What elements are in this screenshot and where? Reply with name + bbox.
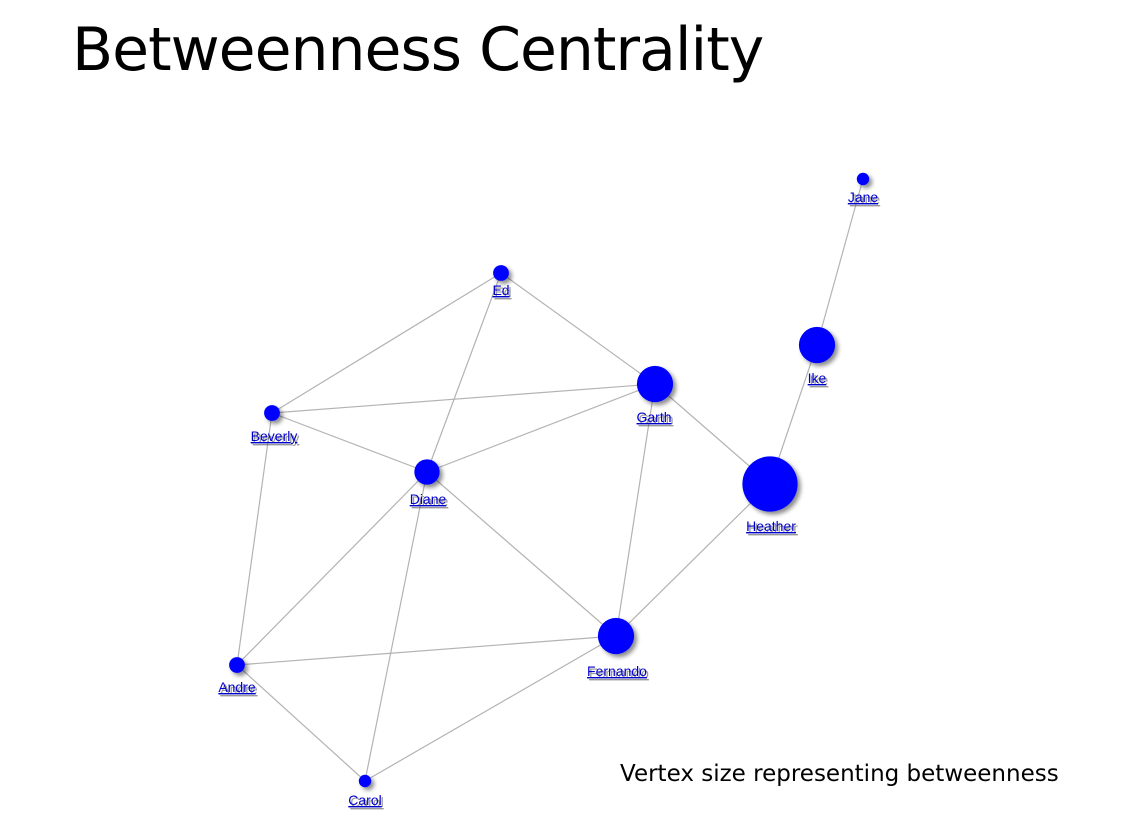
vertex-label-diane: Diane [410, 491, 447, 507]
vertex-label-jane: Jane [848, 189, 879, 205]
edge-ed-beverly [271, 272, 502, 414]
edge-garth-fernando [615, 383, 656, 637]
vertex-label-ike: Ike [808, 370, 827, 386]
edge-andre-fernando [236, 635, 617, 666]
vertex-label-carol: Carol [348, 792, 381, 808]
edge-heather-fernando [615, 483, 771, 637]
vertex-label-shadow-jane: Jane [850, 191, 881, 207]
vertex-circle-andre[interactable] [229, 657, 245, 673]
edge-beverly-diane [271, 412, 428, 473]
vertex-label-shadow-andre: Andre [220, 681, 258, 697]
vertex-circle-beverly[interactable] [264, 405, 280, 421]
edge-ed-garth [500, 272, 656, 385]
edge-diane-andre [236, 471, 428, 666]
edge-diane-garth [426, 383, 656, 473]
vertex-circle-fernando[interactable] [597, 617, 635, 655]
vertex-label-fernando: Fernando [587, 663, 647, 679]
vertex-circle-jane[interactable] [856, 172, 870, 186]
vertex-circle-carol[interactable] [358, 774, 372, 788]
vertices-layer: EdEdBeverlyBeverlyGarthGarthDianeDianeHe… [218, 172, 881, 810]
vertex-label-shadow-ed: Ed [494, 284, 511, 300]
vertex-label-shadow-fernando: Fernando [589, 665, 649, 681]
vertex-label-shadow-ike: Ike [810, 372, 829, 388]
vertex-label-shadow-heather: Heather [748, 520, 798, 536]
vertex-label-ed: Ed [492, 282, 509, 298]
edge-andre-carol [236, 664, 366, 782]
edge-ed-diane [426, 272, 502, 473]
vertex-circle-garth[interactable] [636, 365, 674, 403]
edge-ike-jane [816, 178, 864, 346]
vertex-circle-ed[interactable] [493, 265, 509, 281]
vertex-label-shadow-beverly: Beverly [253, 430, 300, 446]
vertex-label-beverly: Beverly [251, 428, 298, 444]
vertex-circle-diane[interactable] [414, 459, 440, 485]
vertex-label-andre: Andre [218, 679, 256, 695]
vertex-label-shadow-carol: Carol [350, 794, 383, 810]
edge-diane-fernando [426, 471, 617, 637]
edge-carol-fernando [364, 635, 617, 782]
vertex-label-garth: Garth [636, 409, 671, 425]
vertex-label-heather: Heather [746, 518, 796, 534]
edge-beverly-garth [271, 383, 656, 414]
edge-diane-carol [364, 471, 428, 782]
vertex-label-shadow-garth: Garth [638, 411, 673, 427]
vertex-circle-heather[interactable] [742, 456, 798, 512]
slide-caption: Vertex size representing betweenness [620, 761, 1059, 787]
vertex-circle-ike[interactable] [798, 326, 836, 364]
vertex-label-shadow-diane: Diane [412, 493, 449, 509]
slide-title: Betweenness Centrality [72, 15, 764, 85]
edge-beverly-andre [236, 412, 273, 666]
